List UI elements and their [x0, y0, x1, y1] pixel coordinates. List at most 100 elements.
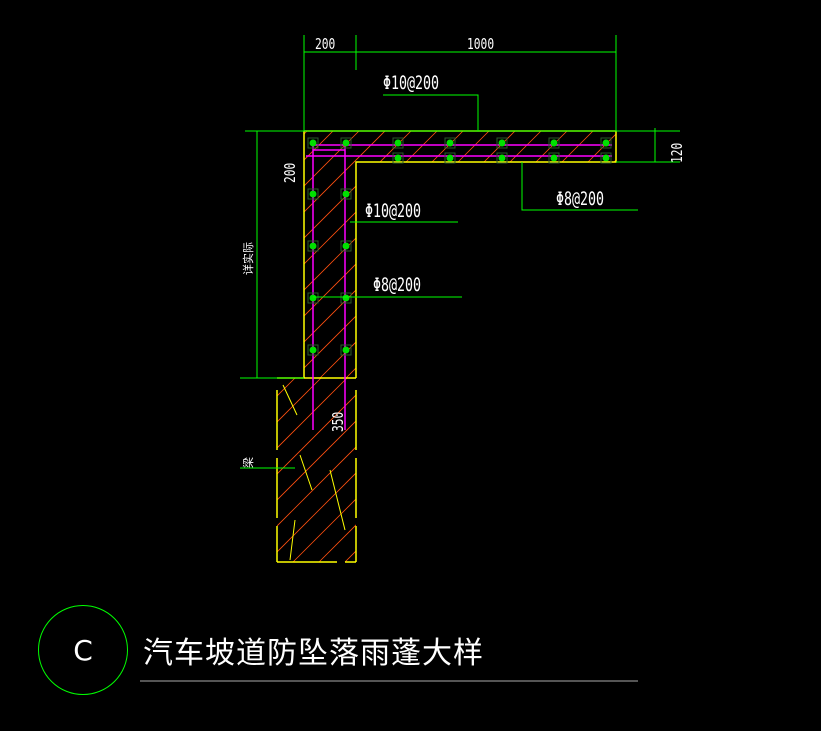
hatch-line: [304, 131, 386, 378]
rebar-box: [340, 240, 352, 252]
rebar-box: [444, 137, 456, 149]
hatch-line: [0, 378, 139, 562]
hatch-line: [33, 378, 217, 562]
hatch-line: [0, 378, 87, 562]
rebar-label-slab-bottom: Φ8@200: [556, 188, 605, 210]
rebar-box: [307, 292, 319, 304]
rebar-box: [340, 292, 352, 304]
hatch-line: [8, 131, 255, 378]
rebar-dot: [394, 139, 402, 147]
hatch-line: [59, 378, 243, 562]
detail-marker-letter: C: [73, 634, 93, 667]
rebar-dot: [309, 242, 317, 250]
rebar-box: [496, 152, 508, 164]
dim-1000: 1000: [467, 35, 495, 53]
hatch-line: [0, 131, 229, 378]
hatch-line: [449, 131, 616, 378]
hatch-line: [0, 378, 165, 562]
rebar-label-top: Φ10@200: [383, 72, 440, 94]
rebar-box: [340, 188, 352, 200]
rebar-box: [307, 344, 319, 356]
hatch-line: [397, 378, 581, 562]
rebar-dot: [446, 154, 454, 162]
hatch-line: [304, 131, 516, 378]
hatch-line: [371, 131, 616, 378]
rebar-box: [307, 188, 319, 200]
hatch-line: [605, 131, 616, 378]
hatch-line: [344, 378, 356, 562]
hatch-line: [579, 131, 616, 378]
hatch-line: [304, 131, 360, 378]
hatch-line: [423, 131, 616, 378]
hatch-line: [318, 378, 356, 562]
hatch-line: [0, 378, 61, 562]
hatch-line: [319, 131, 568, 378]
rebar-box: [600, 137, 612, 149]
rebar-dot: [602, 139, 610, 147]
hatch: [0, 131, 821, 378]
rebar-box: [307, 137, 319, 149]
hatch-line: [304, 131, 490, 378]
rebar-dot: [342, 242, 350, 250]
hatch-line: [277, 378, 356, 562]
hatch-line: [277, 378, 348, 562]
hatch-line: [0, 131, 203, 378]
beam-hatch: [0, 378, 581, 562]
hatch-line: [7, 378, 191, 562]
hatch-line: [553, 131, 616, 378]
dimension-lines: [140, 35, 680, 682]
wall-height-label: 详实际: [242, 242, 255, 275]
rebar-box: [392, 137, 404, 149]
rebar-dots: [307, 137, 612, 356]
dim-200: 200: [315, 35, 336, 53]
rebar-dot: [342, 190, 350, 198]
rebar-box: [496, 137, 508, 149]
rebar-box: [600, 152, 612, 164]
rebar-label-wall-inner: Φ8@200: [373, 274, 422, 296]
rebar-dot: [309, 294, 317, 302]
hatch-line: [501, 131, 616, 378]
hatch-line: [475, 131, 616, 378]
hatch-line: [292, 378, 356, 562]
rebar-box: [392, 152, 404, 164]
hatch-line: [632, 131, 821, 378]
hatch-line: [85, 378, 269, 562]
hatch-line: [371, 378, 555, 562]
rebar-dot: [602, 154, 610, 162]
detail-marker: C: [38, 605, 128, 695]
hatch-line: [277, 378, 356, 562]
rebar-dot: [342, 346, 350, 354]
rebar-box: [548, 137, 560, 149]
hatch-line: [277, 378, 322, 562]
rebar-dot: [342, 294, 350, 302]
hatch-line: [527, 131, 616, 378]
hatch-line: [304, 131, 308, 378]
rebar-box: [444, 152, 456, 164]
dim-350: 350: [329, 411, 347, 432]
hatch-line: [277, 378, 356, 562]
rebar-dot: [498, 139, 506, 147]
hatch-line: [0, 378, 113, 562]
hatch-line: [277, 378, 356, 562]
dim-120: 120: [668, 142, 686, 163]
hatch-line: [0, 131, 151, 378]
hatch-line: [658, 131, 821, 378]
rebar-dot: [342, 139, 350, 147]
dim-200-wall: 200: [281, 162, 299, 183]
rebar-dot: [550, 154, 558, 162]
detail-title: 汽车坡道防坠落雨蓬大样: [143, 636, 484, 671]
hatch-line: [304, 131, 542, 378]
rebar-dot: [309, 190, 317, 198]
rebar-dot: [550, 139, 558, 147]
rebar: [306, 140, 612, 430]
beam-label: 梁: [242, 457, 255, 468]
hatch-line: [345, 131, 594, 378]
hatch-line: [0, 131, 177, 378]
rebar-label-wall-outer: Φ10@200: [365, 200, 422, 222]
rebar-dot: [446, 139, 454, 147]
rebar-dot: [498, 154, 506, 162]
rebar-box: [340, 137, 352, 149]
rebar-dot: [394, 154, 402, 162]
